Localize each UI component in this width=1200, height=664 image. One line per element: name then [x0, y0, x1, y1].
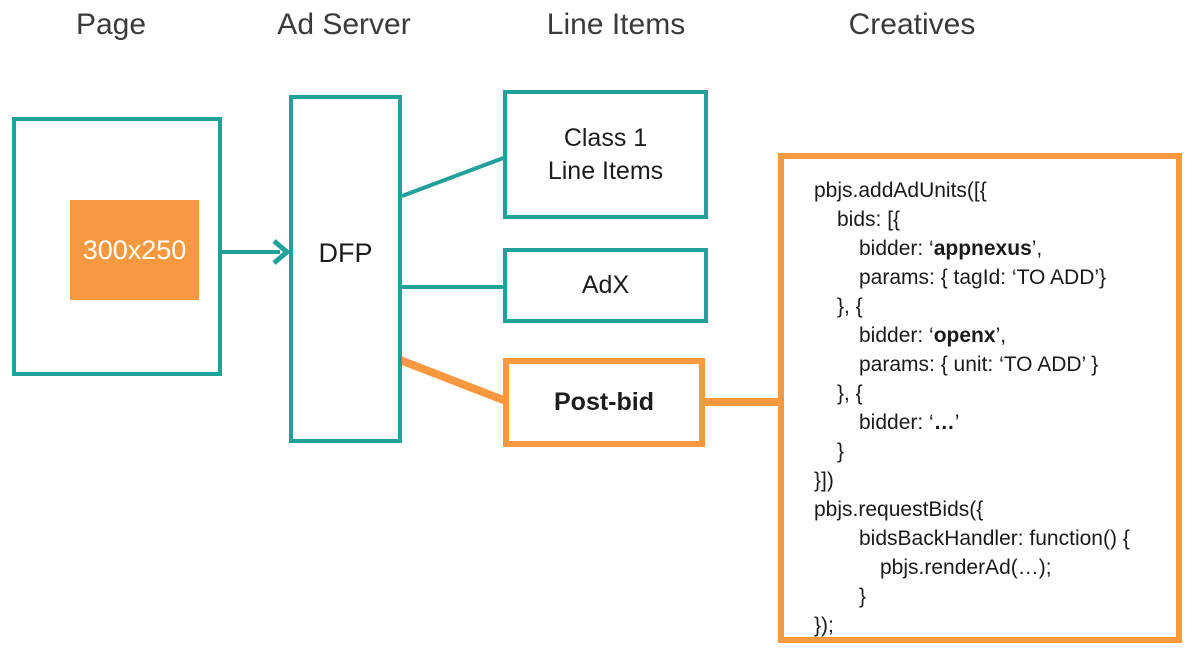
code-segment: pbjs.renderAd(…); — [880, 556, 1052, 579]
class1-label-line2: Line Items — [547, 156, 664, 185]
code-segment: pbjs.addAdUnits([{ — [814, 179, 987, 202]
code-segment: pbjs.requestBids({ — [814, 498, 984, 521]
code-line: pbjs.requestBids({ — [814, 495, 1168, 524]
adx-box: AdX — [503, 248, 708, 323]
column-header-creatives: Creatives — [848, 8, 976, 41]
code-segment: params: { unit: ‘TO ADD’ } — [859, 353, 1099, 376]
code-segment: ’, — [1031, 237, 1043, 260]
code-segment: } — [859, 585, 867, 608]
class1-label-line1: Class 1 — [563, 123, 648, 152]
line-dfp-to-class1 — [401, 155, 507, 198]
dfp-label: DFP — [318, 237, 373, 268]
code-line: } — [814, 437, 1168, 466]
ad-slot-300x250: 300x250 — [70, 200, 199, 300]
code-line: bidder: ‘appnexus’, — [814, 234, 1168, 263]
column-header-ad-server: Ad Server — [277, 8, 411, 41]
code-line: }, { — [814, 292, 1168, 321]
class1-line-items-box: Class 1 Line Items — [503, 90, 708, 219]
code-segment: }, { — [837, 382, 863, 405]
code-segment: }]) — [814, 469, 834, 492]
class1-label: Class 1 Line Items — [548, 122, 663, 188]
code-line: bidsBackHandler: function() { — [814, 524, 1168, 553]
arrowhead-icon — [272, 239, 291, 265]
code-segment: }, { — [837, 295, 863, 318]
code-line: bidder: ‘openx’, — [814, 321, 1168, 350]
code-segment: bidder: ‘ — [859, 237, 934, 260]
code-line: bids: [{ — [814, 205, 1168, 234]
code-line: }, { — [814, 379, 1168, 408]
code-line: bidder: ‘…’ — [814, 408, 1168, 437]
code-line: params: { tagId: ‘TO ADD’} — [814, 263, 1168, 292]
code-segment: ’ — [954, 411, 960, 434]
code-lines: pbjs.addAdUnits([{bids: [{bidder: ‘appne… — [814, 176, 1168, 640]
postbid-box: Post-bid — [503, 358, 705, 447]
code-segment-bold: openx — [933, 324, 996, 347]
dfp-box: DFP — [289, 95, 402, 443]
adx-label: AdX — [581, 271, 630, 299]
postbid-label: Post-bid — [554, 388, 654, 416]
code-segment: }); — [814, 614, 834, 637]
code-segment: bids: [{ — [837, 208, 901, 231]
ad-slot-label: 300x250 — [82, 234, 187, 265]
code-line: pbjs.renderAd(…); — [814, 553, 1168, 582]
code-line: } — [814, 582, 1168, 611]
column-header-line-items: Line Items — [546, 8, 686, 41]
code-segment-bold: appnexus — [933, 237, 1032, 260]
column-header-page: Page — [75, 8, 147, 41]
line-dfp-to-postbid — [398, 356, 508, 405]
code-line: params: { unit: ‘TO ADD’ } — [814, 350, 1168, 379]
code-box: pbjs.addAdUnits([{bids: [{bidder: ‘appne… — [778, 153, 1182, 643]
code-segment: ’, — [995, 324, 1007, 347]
code-line: }]) — [814, 466, 1168, 495]
code-segment: params: { tagId: ‘TO ADD’} — [859, 266, 1107, 289]
code-segment: bidsBackHandler: function() { — [859, 527, 1130, 550]
code-line: pbjs.addAdUnits([{ — [814, 176, 1168, 205]
code-segment: } — [837, 440, 845, 463]
code-segment: bidder: ‘ — [859, 411, 934, 434]
code-line: }); — [814, 611, 1168, 640]
code-segment: bidder: ‘ — [859, 324, 934, 347]
code-segment-bold: … — [933, 411, 955, 434]
